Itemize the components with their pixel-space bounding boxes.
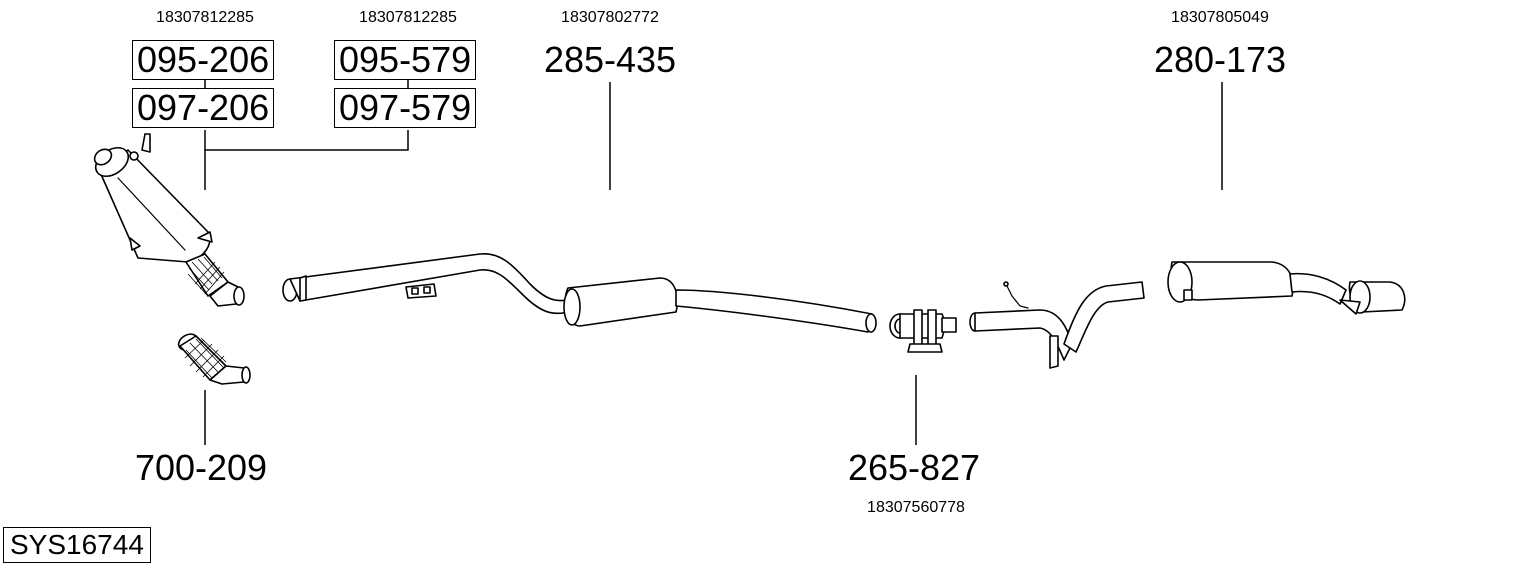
flex-pipe-drawing: [177, 333, 251, 385]
part-number-265-827[interactable]: 265-827: [847, 447, 981, 488]
oe-number-285-435: 18307802772: [561, 9, 659, 26]
rear-silencer-drawing: [969, 261, 1406, 369]
centre-silencer-drawing: [282, 253, 877, 333]
part-number-280-173[interactable]: 280-173: [1153, 39, 1287, 80]
part-number-285-435[interactable]: 285-435: [543, 39, 677, 80]
oe-number-095-206: 18307812285: [156, 9, 254, 26]
system-code-label: SYS16744: [3, 527, 151, 563]
part-number-095-206[interactable]: 095-206: [132, 40, 275, 80]
oe-number-265-827: 18307560778: [867, 499, 965, 516]
oe-number-095-579: 18307812285: [359, 9, 457, 26]
part-number-700-209[interactable]: 700-209: [134, 447, 268, 488]
part-number-095-579[interactable]: 095-579: [334, 40, 477, 80]
oe-number-280-173: 18307805049: [1171, 9, 1269, 26]
leader-097-group: [204, 130, 409, 151]
part-number-097-206[interactable]: 097-206: [132, 88, 275, 128]
clamp-drawing: [889, 309, 957, 353]
part-number-097-579[interactable]: 097-579: [334, 88, 477, 128]
particulate-filter-drawing: [93, 133, 245, 307]
leader-lines: [204, 80, 1223, 445]
